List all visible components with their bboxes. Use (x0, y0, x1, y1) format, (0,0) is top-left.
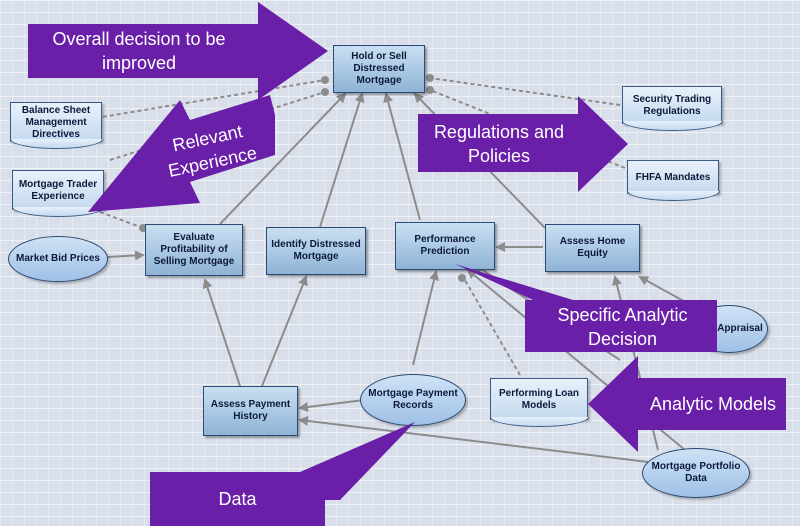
callout-relevant-experience: Relevant Experience (80, 95, 280, 215)
callout-analytic-models-arrow (588, 356, 786, 452)
callout-analytic-models: Analytic Models (588, 356, 788, 452)
node-security-trading-label: Security Trading Regulations (632, 93, 712, 117)
node-performing-loan-models[interactable]: Performing Loan Models (489, 378, 589, 427)
node-performing-loan-models-label: Performing Loan Models (498, 387, 579, 411)
edge-paymenthistory-to-identify (261, 275, 308, 387)
edge-performance-to-hold (383, 92, 421, 221)
callout-data-arrow (150, 422, 415, 526)
callout-specific-decision-label: Specific Analytic Decision (557, 305, 688, 349)
edge-balance-to-hold (95, 79, 326, 119)
edge-portfolio-to-paymenthistory (298, 415, 649, 463)
node-assess-home-equity-label: Assess Home Equity (559, 236, 626, 259)
callout-data-label: Data (218, 489, 257, 509)
edge-trader-to-evaluate (99, 211, 144, 229)
node-performance-prediction-label: Performance Prediction (414, 234, 476, 257)
callout-overall-decision: Overall decision to be improved (28, 2, 330, 100)
node-mortgage-payment-records[interactable]: Mortgage Payment Records (360, 374, 466, 426)
node-performance-prediction[interactable]: Performance Prediction (395, 222, 495, 270)
node-appraisal-label: Appraisal (717, 323, 763, 334)
node-security-trading[interactable]: Security Trading Regulations (621, 86, 723, 131)
edge-paymentrecords-to-paymenthistory (298, 399, 365, 412)
node-fhfa-label: FHFA Mandates (635, 171, 711, 183)
callout-data: Data (150, 420, 420, 526)
node-mortgage-trader-label: Mortgage Trader Experience (18, 178, 98, 202)
callout-analytic-models-label: Analytic Models (649, 394, 777, 414)
edge-marketbid-to-evaluate (107, 250, 145, 261)
node-balance-sheet[interactable]: Balance Sheet Management Directives (9, 102, 103, 149)
node-market-bid-prices-label: Market Bid Prices (16, 253, 100, 264)
node-evaluate-profitability-label: Evaluate Profitability of Selling Mortga… (153, 232, 235, 267)
node-mortgage-trader[interactable]: Mortgage Trader Experience (11, 170, 105, 217)
edge-paymentrecords-to-performance (412, 270, 439, 366)
node-mortgage-payment-records-label: Mortgage Payment Records (368, 388, 458, 411)
callout-regulations: Regulations and Policies (418, 96, 630, 192)
node-evaluate-profitability[interactable]: Evaluate Profitability of Selling Mortga… (145, 224, 243, 276)
node-identify-distressed-label: Identify Distressed Mortgage (271, 239, 361, 262)
node-market-bid-prices[interactable]: Market Bid Prices (8, 236, 108, 282)
node-hold-or-sell[interactable]: Hold or Sell Distressed Mortgage (333, 45, 425, 93)
edge-evaluate-to-hold (219, 92, 347, 225)
edge-paymenthistory-to-evaluate (202, 278, 241, 387)
node-fhfa[interactable]: FHFA Mandates (626, 160, 720, 201)
callout-specific-decision: Specific Analytic Decision (455, 262, 720, 354)
callout-regulations-arrow (418, 96, 628, 192)
node-assess-payment-history-label: Assess Payment History (210, 399, 291, 422)
node-hold-or-sell-label: Hold or Sell Distressed Mortgage (351, 51, 407, 86)
callout-regulations-label: Regulations and Policies (433, 122, 565, 166)
callout-relevant-experience-arrow (88, 95, 275, 212)
callout-overall-decision-label: Overall decision to be improved (52, 29, 226, 73)
edge-identify-to-hold (319, 92, 365, 228)
edge-models-to-performance-dashed (461, 274, 521, 376)
node-mortgage-portfolio-data[interactable]: Mortgage Portfolio Data (642, 448, 750, 498)
callout-overall-decision-arrow (28, 2, 328, 100)
edge-security-to-hold (429, 77, 621, 106)
node-identify-distressed[interactable]: Identify Distressed Mortgage (266, 227, 366, 275)
node-balance-sheet-label: Balance Sheet Management Directives (21, 104, 91, 140)
callout-specific-decision-arrow (455, 264, 717, 352)
node-assess-payment-history[interactable]: Assess Payment History (203, 386, 298, 436)
node-assess-home-equity[interactable]: Assess Home Equity (545, 224, 640, 272)
node-mortgage-portfolio-data-label: Mortgage Portfolio Data (651, 461, 741, 484)
